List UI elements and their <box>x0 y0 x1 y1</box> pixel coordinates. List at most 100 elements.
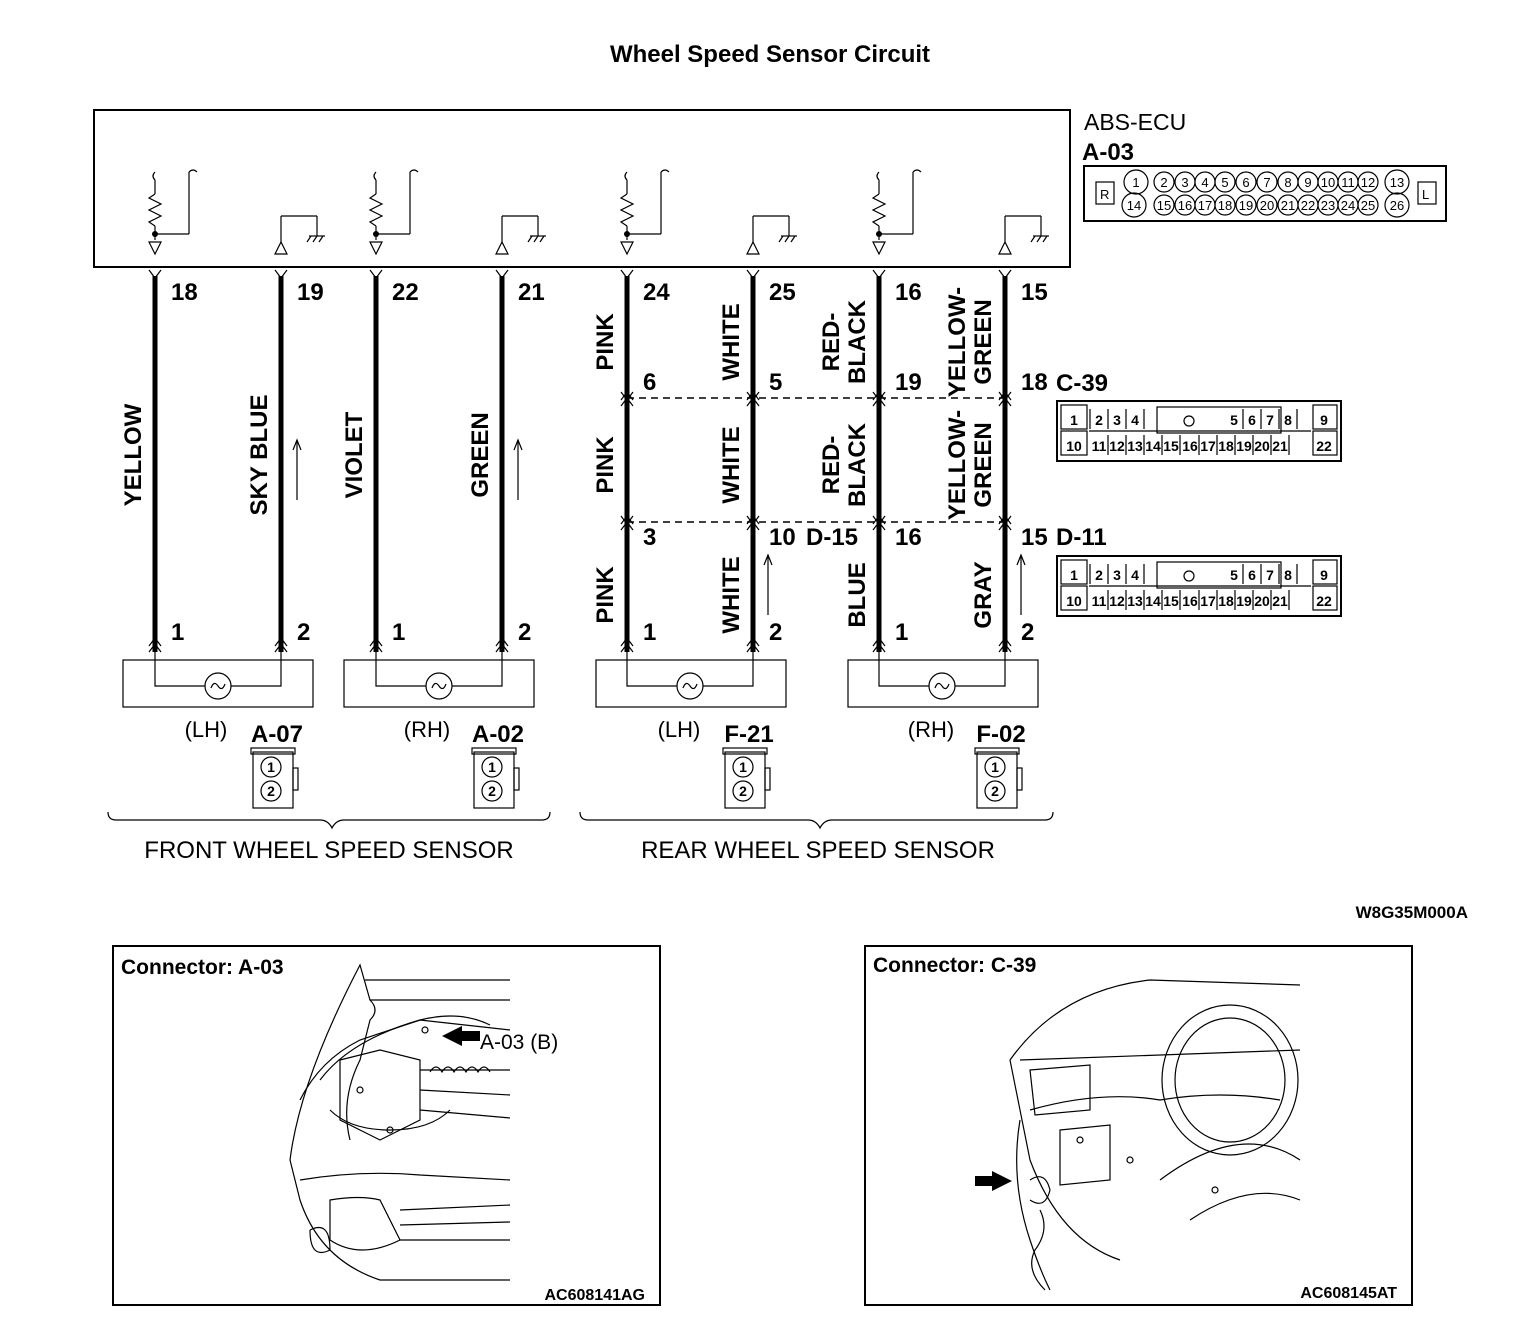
ecu-pin-18 <box>1214 194 1236 216</box>
locator-a03-code: AC608141AG <box>545 1287 646 1304</box>
d-connector-pin-number: 3 <box>643 524 656 551</box>
connector-pin-label: 12 <box>1109 593 1125 609</box>
wire-color-label: SKY BLUE <box>246 395 273 516</box>
connector-pin-label: 19 <box>1236 593 1252 609</box>
connector-pin-label: 15 <box>1163 593 1179 609</box>
ecu-pin-label: 16 <box>1178 198 1192 213</box>
ecu-pin-20 <box>1256 194 1278 216</box>
ecu-pin-label: 11 <box>1341 175 1355 190</box>
sensor-connector-face <box>974 747 1023 809</box>
connector-pin-label: 11 <box>1092 593 1107 609</box>
connector-pin-label: 12 <box>1109 438 1125 454</box>
wire-color-label: PINK <box>592 436 619 494</box>
connector-d15-label: D-15 <box>806 524 858 551</box>
wire-color-label: RED-BLACK <box>818 422 871 507</box>
rear-sensor-group-label: REAR WHEEL SPEED SENSOR <box>641 837 995 864</box>
dashboard-illustration <box>1009 979 1301 1291</box>
ecu-pin-label: 5 <box>1221 175 1228 190</box>
ecu-pin-label: 4 <box>1201 175 1208 190</box>
connector-pin-label: 3 <box>1113 412 1121 428</box>
connector-pin-label: 4 <box>1131 567 1139 583</box>
wire-color-label: BLUE <box>844 562 871 627</box>
ecu-pin-2 <box>1153 171 1175 193</box>
wire-color-label: YELLOW-GREEN <box>944 287 997 397</box>
sensor-pin-number: 1 <box>392 619 405 646</box>
ecu-pin-label: 26 <box>1390 198 1404 213</box>
front-brace <box>107 811 551 830</box>
connector-pin-label: 9 <box>1320 567 1328 583</box>
c39-callout-arrow <box>975 1171 1012 1191</box>
ecu-pin-12 <box>1357 171 1379 193</box>
ecu-name: ABS-ECU <box>1084 109 1186 135</box>
sensor-pin-number: 1 <box>895 619 908 646</box>
ecu-pin-label: 6 <box>1242 175 1249 190</box>
ecu-pin-label: 1 <box>1132 175 1139 190</box>
current-arrow <box>763 553 773 615</box>
wire-color-label: WHITE <box>718 556 745 633</box>
sensor-conn-pin: 1 <box>991 759 999 775</box>
connector-pin-label: 3 <box>1113 567 1121 583</box>
sensor-pin-number: 2 <box>297 619 310 646</box>
wire-color-label: RED-BLACK <box>818 299 871 384</box>
connector-pin-label: 13 <box>1127 438 1143 454</box>
sensor-side-label: (LH) <box>185 717 228 742</box>
ecu-pin-label: 18 <box>1218 198 1232 213</box>
ecu-pin-label: 7 <box>1263 175 1270 190</box>
connector-pin-label: 8 <box>1284 567 1292 583</box>
ecu-pin-label: 2 <box>1160 175 1167 190</box>
sensor-connector-face <box>722 747 771 809</box>
connector-pin-label: 2 <box>1095 567 1103 583</box>
connector-pin-label: 10 <box>1066 438 1082 454</box>
connector-pin-label: 6 <box>1248 567 1256 583</box>
sensor-side-label: (LH) <box>658 717 701 742</box>
locator-c39-code: AC608145AT <box>1300 1285 1397 1302</box>
sensor-side-label: (RH) <box>404 717 450 742</box>
connector-d11-label: D-11 <box>1056 524 1107 551</box>
connector-pin-label: 18 <box>1218 438 1234 454</box>
wire-color-label: WHITE <box>718 426 745 503</box>
wire-color-label: VIOLET <box>341 411 368 498</box>
ecu-pin-6 <box>1235 171 1257 193</box>
current-arrow <box>1016 553 1026 615</box>
connector-pin-label: 20 <box>1254 438 1270 454</box>
svg-text:L: L <box>1422 187 1429 202</box>
sensor-conn-pin: 1 <box>739 759 747 775</box>
ecu-pin-number: 15 <box>1021 279 1048 306</box>
d-connector-pin-number: 16 <box>895 524 922 551</box>
ecu-pin-label: 14 <box>1127 198 1141 213</box>
connector-pin-label: 11 <box>1092 438 1107 454</box>
c39-pin-number: 19 <box>895 369 922 396</box>
connector-pin-label: 15 <box>1163 438 1179 454</box>
d-connector-pin-number: 10 <box>769 524 796 551</box>
sensor-conn-pin: 2 <box>488 783 496 799</box>
sensor-conn-pin: 2 <box>991 783 999 799</box>
front-sensor-group-label: FRONT WHEEL SPEED SENSOR <box>144 837 513 864</box>
sensor-coil-icon <box>928 672 956 700</box>
ecu-pin-number: 18 <box>171 279 198 306</box>
locator-a03-title: Connector: A-03 <box>121 956 284 979</box>
connector-pin-label: 17 <box>1200 593 1216 609</box>
connector-pin-label: 16 <box>1182 438 1198 454</box>
connector-pin-label: 5 <box>1230 567 1238 583</box>
connector-pin-label: 17 <box>1200 438 1216 454</box>
ecu-pin-number: 21 <box>518 279 545 306</box>
wire-color-label: GREEN <box>467 412 494 497</box>
rear-brace <box>579 811 1054 830</box>
a03-callout-arrow <box>442 1026 480 1046</box>
connector-pin-label: 18 <box>1218 593 1234 609</box>
sensor-conn-pin: 2 <box>739 783 747 799</box>
connector-c39-label: C-39 <box>1056 370 1108 397</box>
connector-pin-label: 16 <box>1182 593 1198 609</box>
ecu-pin-label: 22 <box>1301 198 1315 213</box>
sensor-side-label: (RH) <box>908 717 954 742</box>
sensor-coil-icon <box>676 672 704 700</box>
sensor-connector-label: A-07 <box>251 721 303 748</box>
